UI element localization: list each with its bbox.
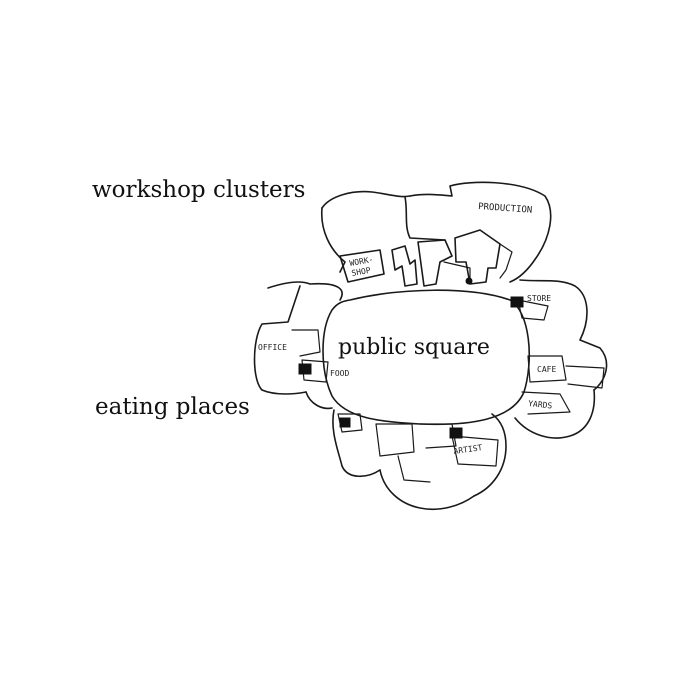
artist-marker xyxy=(449,427,463,439)
note-cafe: CAFE xyxy=(537,365,556,374)
right-cluster-outline xyxy=(514,389,596,439)
label-public-square: public square xyxy=(338,335,490,360)
right-cluster-block xyxy=(527,355,567,383)
note-food: FOOD xyxy=(330,369,349,378)
bottom-cluster-block xyxy=(451,435,499,467)
note-production: PRODUCTION xyxy=(478,202,533,216)
note-workshop-2: SHOP xyxy=(351,266,372,278)
left-cluster-outline xyxy=(267,281,343,301)
store-marker xyxy=(510,296,524,308)
left-cluster-block xyxy=(291,329,321,357)
label-eating-places: eating places xyxy=(95,394,250,420)
right-cluster-outline xyxy=(519,279,608,391)
right-cluster-block xyxy=(517,299,549,321)
right-cluster-block xyxy=(521,391,571,415)
workshop-cluster-outline xyxy=(404,196,446,241)
bottom-cluster-outline xyxy=(473,413,507,497)
bottom-cluster-outline xyxy=(332,409,381,478)
note-office: OFFICE xyxy=(258,343,287,352)
note-workshop: WORK- xyxy=(349,255,374,268)
label-workshop-clusters: workshop clusters xyxy=(92,177,305,203)
workshop-building xyxy=(417,239,453,287)
left-cluster-outline xyxy=(253,285,307,395)
workshop-building xyxy=(339,249,385,283)
workshop-building xyxy=(499,243,513,279)
workshop-building xyxy=(391,245,418,287)
note-store: STORE xyxy=(527,294,551,303)
bottom-cluster-block xyxy=(397,455,431,483)
workshop-marker xyxy=(465,277,473,285)
left-cluster-outline xyxy=(305,391,333,410)
bottom-marker xyxy=(339,417,351,428)
right-cluster-block xyxy=(565,365,605,389)
workshop-cluster-outline xyxy=(321,190,411,209)
food-marker xyxy=(298,363,312,375)
workshop-cluster-outline xyxy=(320,207,346,273)
note-yards: YARDS xyxy=(528,399,553,410)
bottom-cluster-block xyxy=(375,423,415,457)
workshop-building xyxy=(454,229,501,285)
workshop-cluster-outline xyxy=(409,181,552,283)
note-artist: ARTIST xyxy=(453,443,483,456)
bottom-cluster-outline xyxy=(379,469,475,511)
